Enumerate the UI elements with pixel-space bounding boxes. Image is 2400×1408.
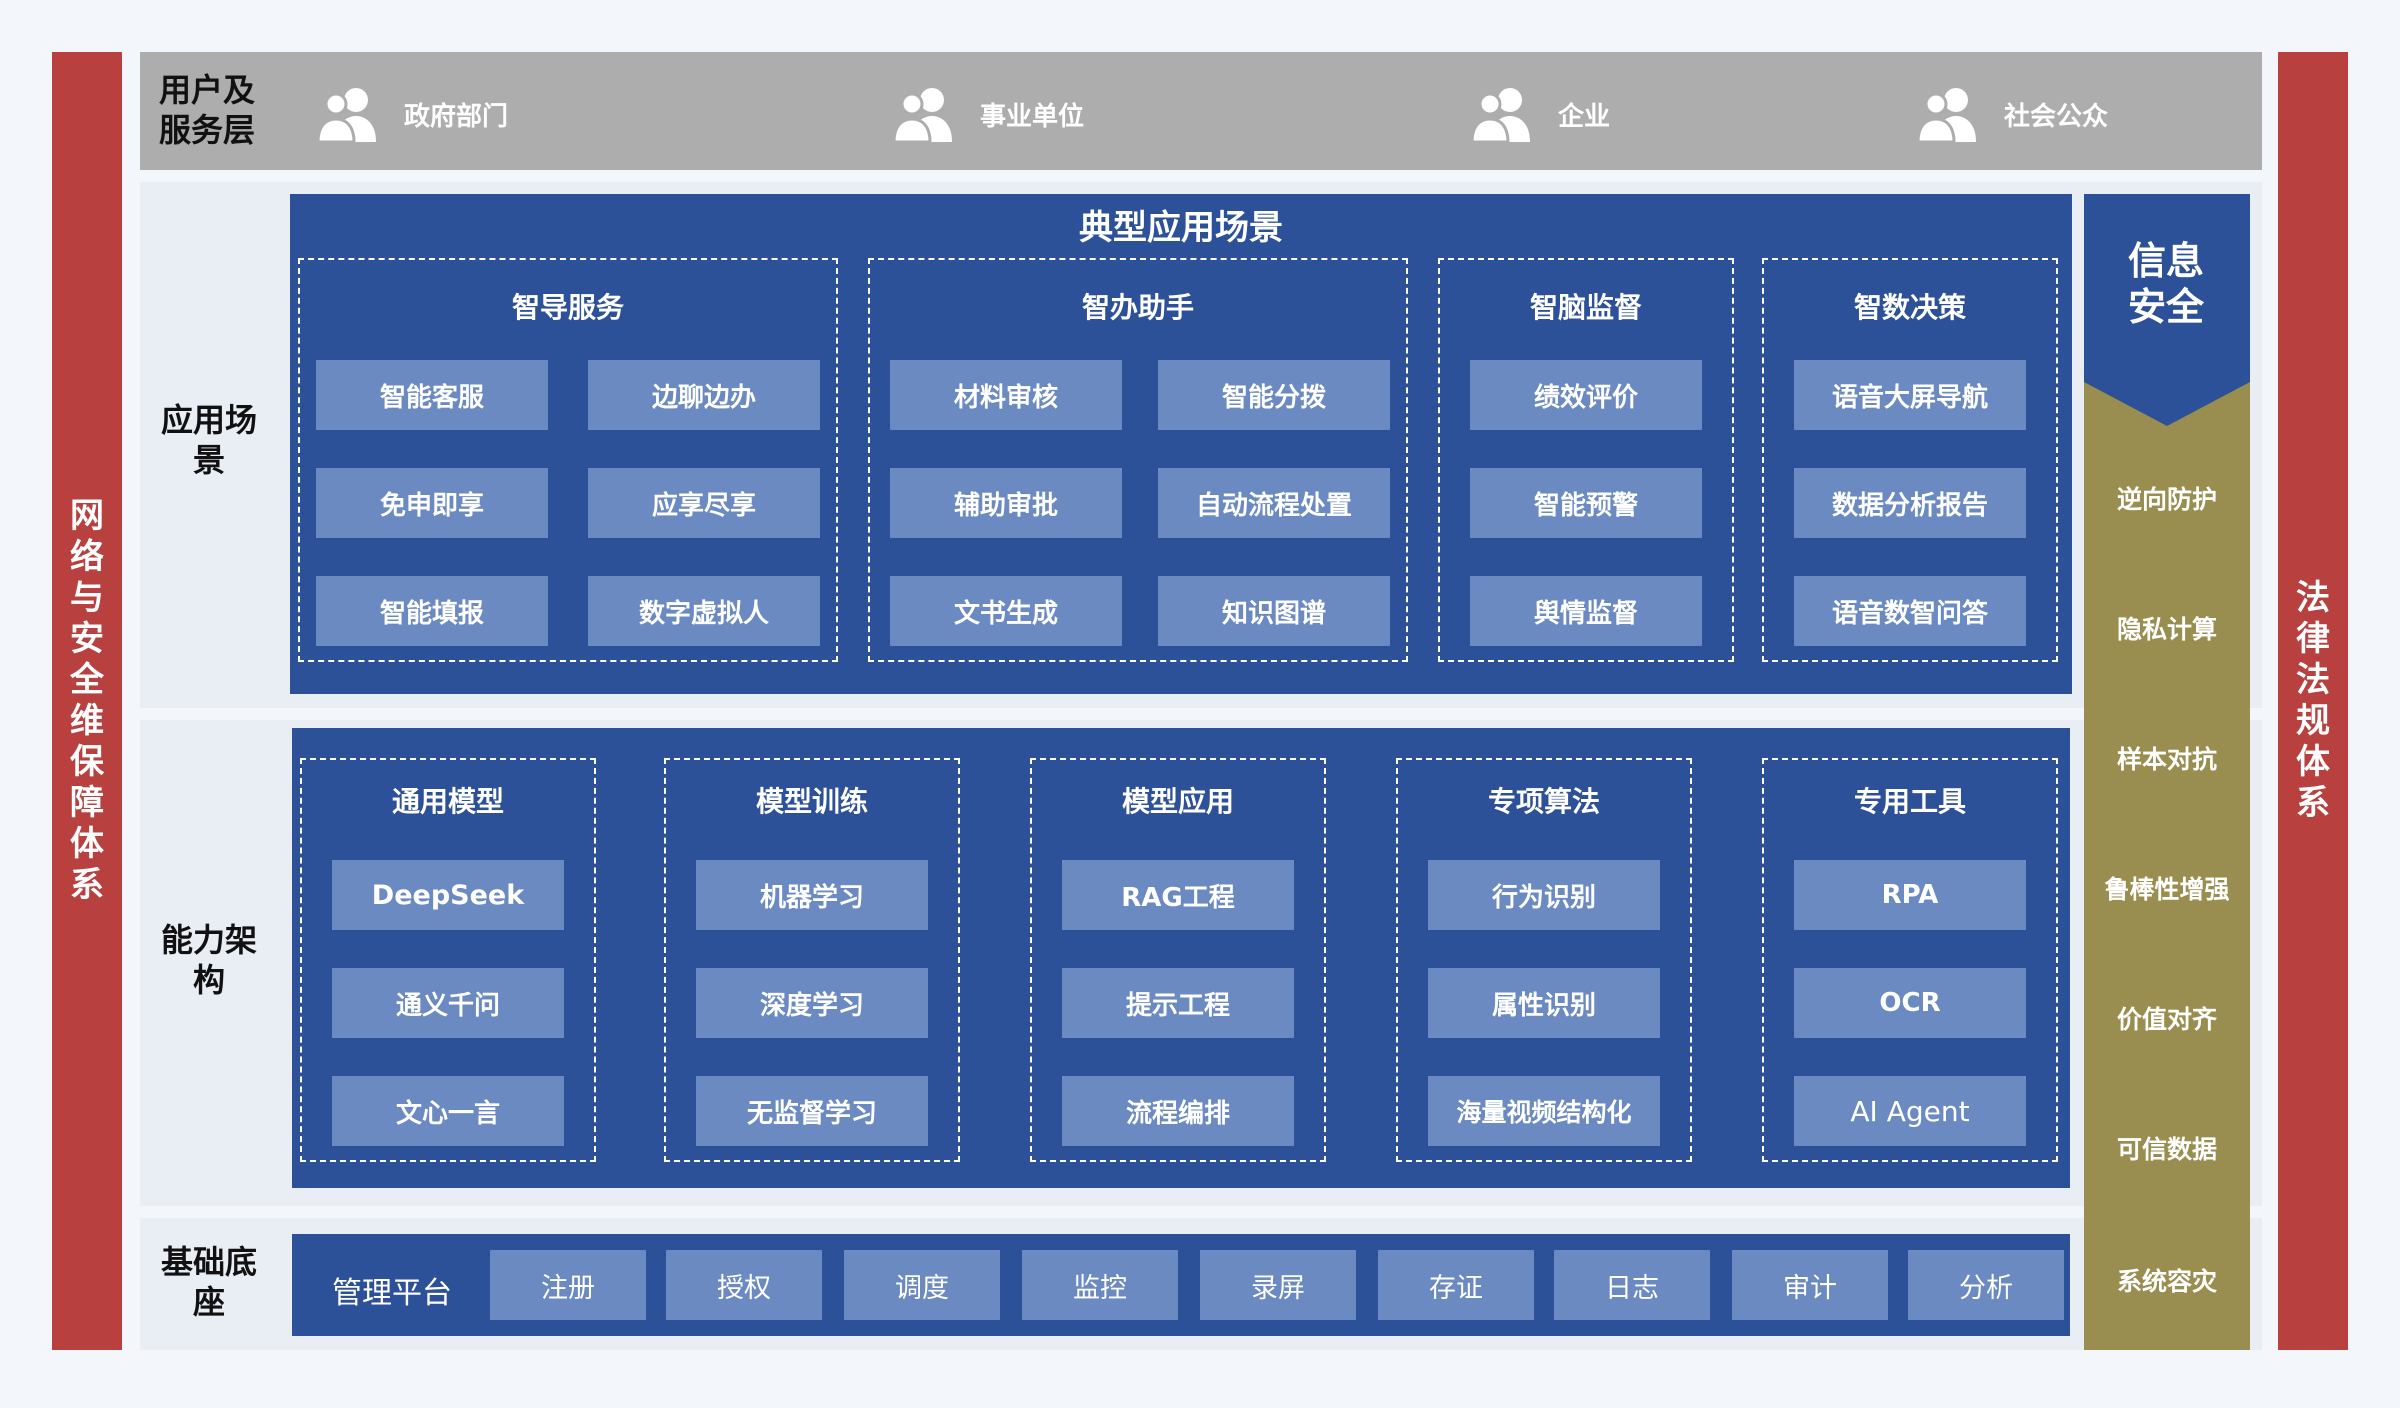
sec-disaster-recovery: 系统容灾 (2116, 1267, 2217, 1296)
user-service-band (140, 52, 2262, 170)
base-btn-schedule: 调度 (844, 1250, 1000, 1320)
btn-wenxin-yiyan: 文心一言 (332, 1076, 564, 1146)
btn-data-analysis-report: 数据分析报告 (1794, 468, 2026, 538)
btn-public-opinion: 舆情监督 (1470, 576, 1702, 646)
btn-machine-learning: 机器学习 (696, 860, 928, 930)
app-layer-label: 应用场景 (160, 401, 257, 479)
base-btn-authorize: 授权 (666, 1250, 822, 1320)
btn-workflow-orchestration: 流程编排 (1062, 1076, 1294, 1146)
group-title-model-application: 模型应用 (1121, 785, 1234, 818)
sec-adversarial-samples: 样本对抗 (2116, 745, 2217, 774)
base-btn-register: 注册 (490, 1250, 646, 1320)
btn-rpa: RPA (1794, 860, 2026, 930)
btn-full-entitlement: 应享尽享 (588, 468, 820, 538)
btn-ocr: OCR (1794, 968, 2026, 1038)
btn-chat-and-process: 边聊边办 (588, 360, 820, 430)
group-title-smart-supervision: 智脑监督 (1529, 291, 1642, 324)
btn-assisted-approval: 辅助审批 (890, 468, 1122, 538)
group-smart-guide (298, 258, 838, 662)
user-item-institution: 事业单位 (888, 84, 1084, 144)
sec-robustness: 鲁棒性增强 (2104, 875, 2230, 904)
btn-performance-evaluation: 绩效评价 (1470, 360, 1702, 430)
base-btn-screen-record: 录屏 (1200, 1250, 1356, 1320)
btn-attribute-recognition: 属性识别 (1428, 968, 1660, 1038)
btn-voice-screen-nav: 语音大屏导航 (1794, 360, 2026, 430)
user-label-government: 政府部门 (404, 101, 509, 132)
group-title-general-models: 通用模型 (391, 785, 504, 818)
btn-document-generation: 文书生成 (890, 576, 1122, 646)
btn-behavior-recognition: 行为识别 (1428, 860, 1660, 930)
info-security-title: 信息安全 (2127, 239, 2204, 329)
group-smart-decision (1762, 258, 2058, 662)
base-layer-label: 基础底座 (160, 1243, 257, 1321)
app-scenario-title: 典型应用场景 (1079, 208, 1283, 248)
btn-knowledge-graph: 知识图谱 (1158, 576, 1390, 646)
user-item-government: 政府部门 (312, 84, 508, 144)
sec-trusted-data: 可信数据 (2116, 1135, 2217, 1164)
group-title-special-tools: 专用工具 (1853, 785, 1966, 818)
management-platform-label: 管理平台 (332, 1276, 452, 1311)
group-title-smart-assistant: 智办助手 (1081, 291, 1194, 324)
base-btn-audit: 审计 (1732, 1250, 1888, 1320)
users-icon (1470, 88, 1530, 144)
user-label-enterprise: 企业 (1558, 101, 1611, 132)
btn-apply-free-benefits: 免申即享 (316, 468, 548, 538)
group-title-smart-guide: 智导服务 (511, 291, 624, 324)
base-btn-monitor: 监控 (1022, 1250, 1178, 1320)
legal-regulation-label: 法律法规体系 (2296, 578, 2330, 823)
capability-layer-label: 能力架构 (160, 921, 257, 999)
btn-video-structuring: 海量视频结构化 (1428, 1076, 1660, 1146)
btn-voice-smart-qa: 语音数智问答 (1794, 576, 2026, 646)
group-smart-assistant (868, 258, 1408, 662)
sec-value-alignment: 价值对齐 (2116, 1005, 2217, 1034)
user-label-institution: 事业单位 (980, 101, 1085, 132)
group-title-model-training: 模型训练 (755, 785, 868, 818)
group-smart-supervision (1438, 258, 1734, 662)
btn-material-review: 材料审核 (890, 360, 1122, 430)
btn-digital-avatar: 数字虚拟人 (588, 576, 820, 646)
btn-smart-form-filling: 智能填报 (316, 576, 548, 646)
user-item-enterprise: 企业 (1466, 84, 1610, 144)
btn-rag-engineering: RAG工程 (1062, 860, 1294, 930)
group-title-smart-decision: 智数决策 (1853, 291, 1966, 324)
info-security-header (2084, 194, 2250, 426)
user-layer-label: 用户及服务层 (158, 71, 255, 149)
users-icon (316, 88, 376, 144)
user-label-public: 社会公众 (2004, 101, 2109, 132)
btn-deepseek: DeepSeek (332, 860, 564, 930)
sec-reverse-protection: 逆向防护 (2116, 485, 2217, 514)
btn-unsupervised-learning: 无监督学习 (696, 1076, 928, 1146)
group-special-tools (1762, 758, 2058, 1162)
btn-tongyi-qianwen: 通义千问 (332, 968, 564, 1038)
group-special-algorithms (1396, 758, 1692, 1162)
users-icon (1916, 88, 1976, 144)
users-icon (892, 88, 952, 144)
btn-smart-dispatch: 智能分拨 (1158, 360, 1390, 430)
base-btn-log: 日志 (1554, 1250, 1710, 1320)
btn-deep-learning: 深度学习 (696, 968, 928, 1038)
btn-auto-workflow: 自动流程处置 (1158, 468, 1390, 538)
group-title-special-algorithms: 专项算法 (1487, 785, 1600, 818)
base-btn-evidence: 存证 (1378, 1250, 1534, 1320)
base-btn-analysis: 分析 (1908, 1250, 2064, 1320)
btn-prompt-engineering: 提示工程 (1062, 968, 1294, 1038)
group-model-application (1030, 758, 1326, 1162)
legal-regulation-bar: 法律法规体系 (2278, 52, 2348, 1350)
group-general-models (300, 758, 596, 1162)
btn-ai-agent: AI Agent (1794, 1076, 2026, 1146)
group-model-training (664, 758, 960, 1162)
sec-privacy-computing: 隐私计算 (2116, 615, 2217, 644)
btn-smart-customer-service: 智能客服 (316, 360, 548, 430)
network-security-label: 网络与安全维保障体系 (70, 496, 104, 905)
user-item-public: 社会公众 (1912, 84, 2108, 144)
btn-smart-alert: 智能预警 (1470, 468, 1702, 538)
network-security-bar: 网络与安全维保障体系 (52, 52, 122, 1350)
